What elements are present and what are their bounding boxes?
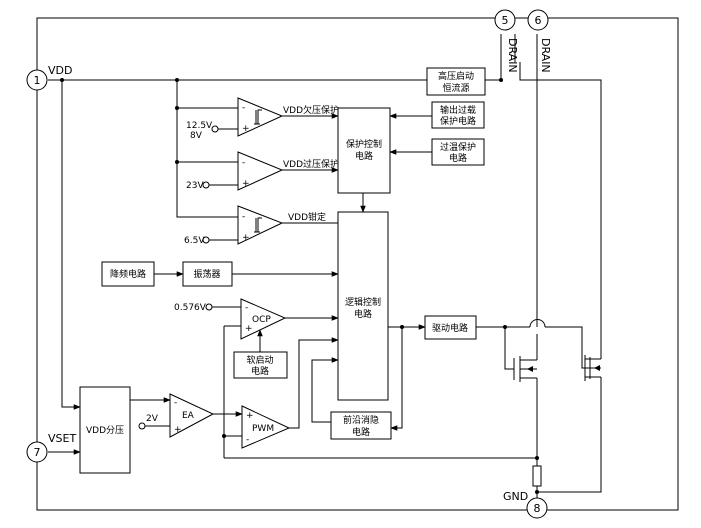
svg-text:VDD分压: VDD分压 [86,425,124,436]
svg-text:+: + [245,324,253,334]
overload-protect-block: 输出过载 保护电路 [431,101,485,129]
svg-text:逻辑控制: 逻辑控制 [345,296,381,308]
pin-8: 8 GND [503,490,548,519]
svg-text:PWM: PWM [252,424,274,434]
svg-text:恒流源: 恒流源 [442,82,469,94]
power-mosfet-1 [513,356,538,384]
ref-ea: 2V [138,414,159,430]
svg-text:8V: 8V [190,131,203,141]
svg-text:高压启动: 高压启动 [438,70,474,82]
ref-clamp: 6.5V [184,236,210,246]
svg-text:-: - [174,398,177,408]
svg-text:VDD: VDD [48,64,72,77]
pwm-comparator: + - PWM [241,405,291,449]
svg-text:+: + [242,233,250,243]
svg-text:电路: 电路 [251,365,269,377]
pin-7: 7 VSET [26,432,76,463]
svg-text:6: 6 [535,14,542,27]
driver-block: 驱动电路 [424,315,477,340]
soft-start-block: 软启动 电路 [233,351,288,379]
svg-text:EA: EA [182,411,195,421]
svg-text:0.576V: 0.576V [174,303,207,313]
ref-ocp: 0.576V [174,303,213,313]
svg-text:VDD欠压保护: VDD欠压保护 [283,104,339,116]
svg-text:-: - [245,303,248,313]
svg-text:VDD钳定: VDD钳定 [288,211,326,223]
ref-ovp: 23V [186,181,210,191]
freq-reduce-block: 降频电路 [101,261,155,287]
svg-text:+: + [242,124,250,134]
clamp-comparator: - + VDD钳定 [237,205,326,245]
sense-resistor [532,465,542,487]
svg-text:DRAIN: DRAIN [506,38,519,73]
svg-text:VDD过压保护: VDD过压保护 [283,158,339,170]
svg-text:振荡器: 振荡器 [193,268,220,280]
svg-text:电路: 电路 [352,426,370,438]
svg-text:保护控制: 保护控制 [346,138,382,150]
svg-text:+: + [242,179,250,189]
svg-text:保护电路: 保护电路 [440,115,476,127]
hv-start-source: 高压启动 恒流源 [426,67,486,96]
svg-text:+: + [174,425,182,435]
svg-text:OCP: OCP [252,315,271,325]
leb-block: 前沿消隐 电路 [330,411,392,440]
svg-text:软启动: 软启动 [246,354,273,366]
svg-text:+: + [246,411,254,421]
svg-text:GND: GND [503,490,528,503]
svg-text:-: - [242,158,245,168]
pin-1: 1 VDD [26,64,72,91]
protect-control-block: 保护控制 电路 [337,107,391,194]
chip-outline [36,17,679,511]
svg-text:降频电路: 降频电路 [110,268,146,280]
svg-text:5: 5 [502,14,509,27]
svg-text:驱动电路: 驱动电路 [432,322,468,334]
pin-6: 6 DRAIN [527,9,552,73]
uvlo-comparator: - + VDD欠压保护 [237,97,339,137]
overtemp-protect-block: 过温保护 电路 [431,138,485,166]
vdd-divider-block: VDD分压 [79,386,131,474]
ea-amplifier: - + EA [169,393,215,438]
oscillator-block: 振荡器 [182,261,233,287]
svg-text:8: 8 [534,502,541,515]
pin-5: 5 DRAIN [494,9,519,73]
svg-text:-: - [246,435,249,445]
svg-text:前沿消隐: 前沿消隐 [343,414,379,426]
svg-text:DRAIN: DRAIN [539,38,552,73]
junction-dots [60,78,539,494]
svg-text:6.5V: 6.5V [184,236,205,246]
svg-text:输出过载: 输出过载 [440,104,476,116]
svg-text:7: 7 [34,446,41,459]
svg-text:2V: 2V [146,414,159,424]
ovp-comparator: - + VDD过压保护 [237,151,339,191]
svg-text:-: - [242,103,245,113]
ocp-comparator: - + OCP [240,298,287,340]
svg-text:过温保护: 过温保护 [440,141,476,153]
svg-text:VSET: VSET [48,432,76,445]
svg-text:电路: 电路 [355,150,373,162]
svg-text:23V: 23V [186,181,204,191]
svg-text:电路: 电路 [354,308,372,320]
svg-text:1: 1 [34,74,41,87]
svg-text:电路: 电路 [449,152,467,164]
svg-text:-: - [242,212,245,222]
power-mosfet-2 [584,354,602,384]
logic-control-block: 逻辑控制 电路 [337,211,389,401]
svg-text:12.5V: 12.5V [186,121,213,131]
ref-uvlo: 12.5V 8V [186,121,219,141]
